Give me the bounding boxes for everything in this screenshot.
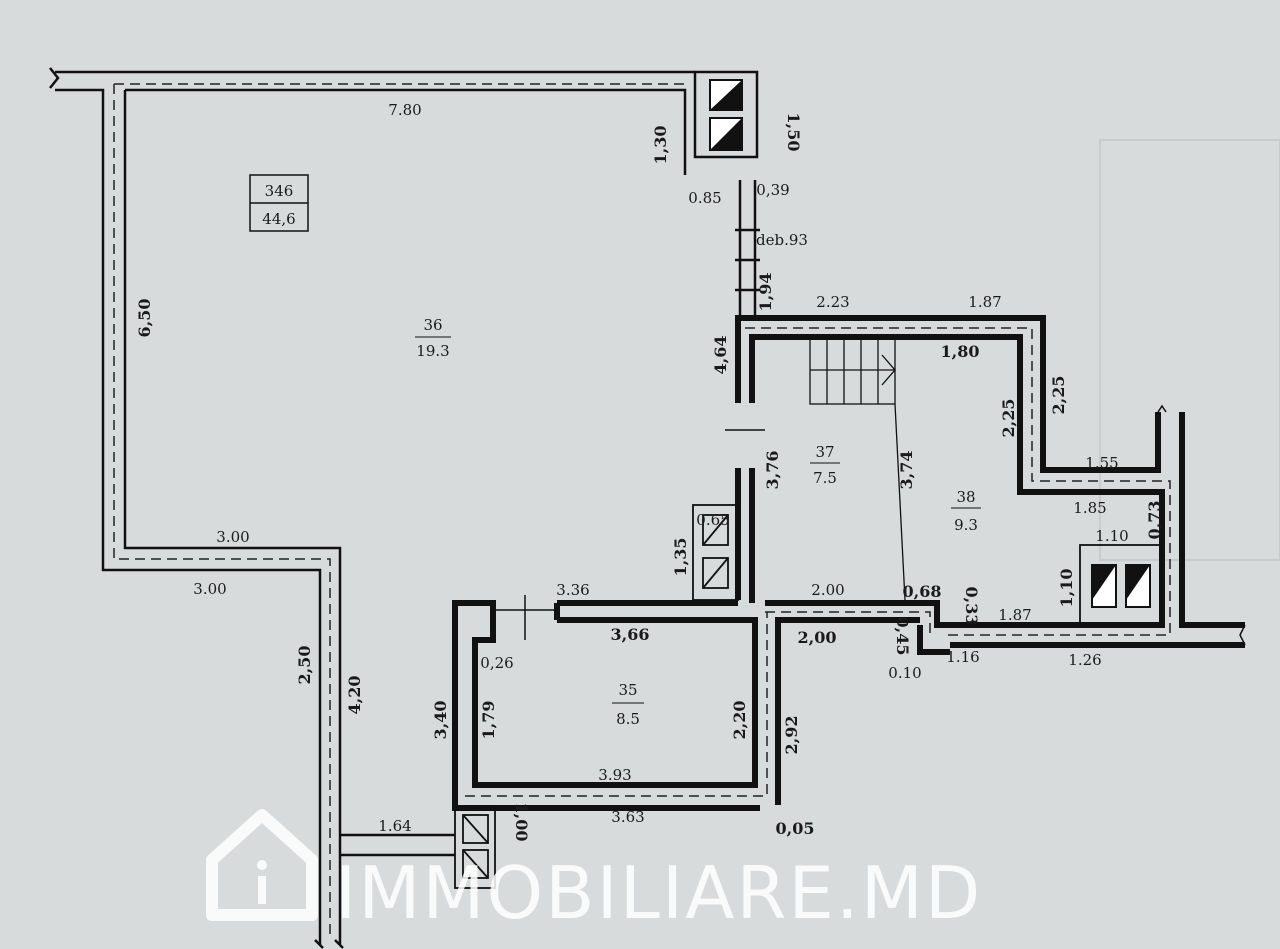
dim-label: 1.87 — [998, 606, 1031, 624]
summary-number: 346 — [265, 182, 294, 200]
dim-label: 3.63 — [611, 808, 644, 826]
dim-label: 1,80 — [941, 342, 980, 361]
ventilation-shaft-bottom — [454, 807, 496, 889]
staircase — [809, 336, 906, 601]
dim-label: 1,79 — [479, 701, 498, 740]
dim-label: 2,25 — [1049, 376, 1068, 415]
room-36-area: 19.3 — [416, 342, 449, 360]
dim-label: 1.85 — [1073, 499, 1106, 517]
dim-label: 1,00 — [512, 803, 531, 842]
dim-label: 1,94 — [756, 273, 775, 312]
room-36-number: 36 — [423, 316, 442, 334]
dim-label: 0.85 — [688, 189, 721, 207]
room-37-number: 37 — [815, 443, 834, 461]
dim-label: 4,64 — [711, 336, 730, 375]
room-36-walls — [49, 67, 760, 949]
dim-label: 1.16 — [946, 648, 979, 666]
ventilation-shaft-mid — [692, 504, 739, 601]
dim-label: 3,66 — [611, 625, 650, 644]
dim-label: 1.10 — [1095, 527, 1128, 545]
dim-label: 2,00 — [798, 628, 837, 647]
dim-label: 3.00 — [193, 580, 226, 598]
dim-label: 1.64 — [378, 817, 411, 835]
dim-label: 0.65 — [696, 511, 729, 529]
house-logo-icon — [206, 809, 318, 921]
dim-label: 2,92 — [782, 716, 801, 755]
ventilation-shaft-top — [693, 70, 759, 159]
dim-label: 7.80 — [388, 101, 421, 119]
dim-label: deb.93 — [756, 231, 808, 249]
dim-label: 0,73 — [1145, 501, 1164, 540]
dim-label: 3,40 — [431, 701, 450, 740]
dim-label: 1,30 — [651, 126, 670, 165]
dim-label: 2.23 — [816, 293, 849, 311]
dim-label: 1,50 — [784, 113, 803, 152]
dim-label: 1.55 — [1085, 454, 1118, 472]
dim-label: 4,20 — [345, 676, 364, 715]
door-openings — [495, 404, 1246, 646]
dim-label: 2,50 — [295, 646, 314, 685]
dim-label: 1,10 — [1057, 569, 1076, 608]
watermark-text: IMMOBILIARE.MD — [335, 851, 982, 935]
dim-label: 0,68 — [903, 582, 942, 601]
room-38-number: 38 — [956, 488, 975, 506]
dim-label: 1,35 — [671, 538, 690, 577]
summary-box: 346 44,6 — [249, 174, 309, 232]
room-37-area: 7.5 — [813, 469, 837, 487]
dim-label: 2,25 — [999, 399, 1018, 438]
summary-area: 44,6 — [262, 210, 295, 228]
dim-label: 0,39 — [756, 181, 789, 199]
ventilation-shaft-right — [1079, 544, 1161, 626]
dimension-labels: 7.80 1,30 1,50 0.85 0,39 deb.93 1,94 6,5… — [135, 101, 1164, 841]
dim-label: 3,76 — [763, 451, 782, 490]
watermark: IMMOBILIARE.MD — [206, 809, 982, 935]
dim-label: 0,26 — [480, 654, 513, 672]
dim-label: 3.36 — [556, 581, 589, 599]
dim-label: 2,20 — [730, 701, 749, 740]
room-38-area: 9.3 — [954, 516, 978, 534]
dim-label: 0,05 — [776, 819, 815, 838]
dim-label: 1.87 — [968, 293, 1001, 311]
dim-label: 6,50 — [135, 299, 154, 338]
dim-label: 1.26 — [1068, 651, 1101, 669]
dim-label: 0,45 — [893, 617, 912, 656]
dim-label: 0,33 — [962, 587, 981, 626]
room-35-area: 8.5 — [616, 710, 640, 728]
dim-label: 3.93 — [598, 766, 631, 784]
room-labels: 36 19.3 37 7.5 38 9.3 35 8.5 — [415, 316, 981, 728]
dim-label: 2.00 — [811, 581, 844, 599]
dim-label: 3.00 — [216, 528, 249, 546]
room-35-number: 35 — [618, 681, 637, 699]
dim-label: 0.10 — [888, 664, 921, 682]
dim-label: 3,74 — [897, 451, 916, 490]
dashed-inner-lines — [113, 83, 1171, 940]
